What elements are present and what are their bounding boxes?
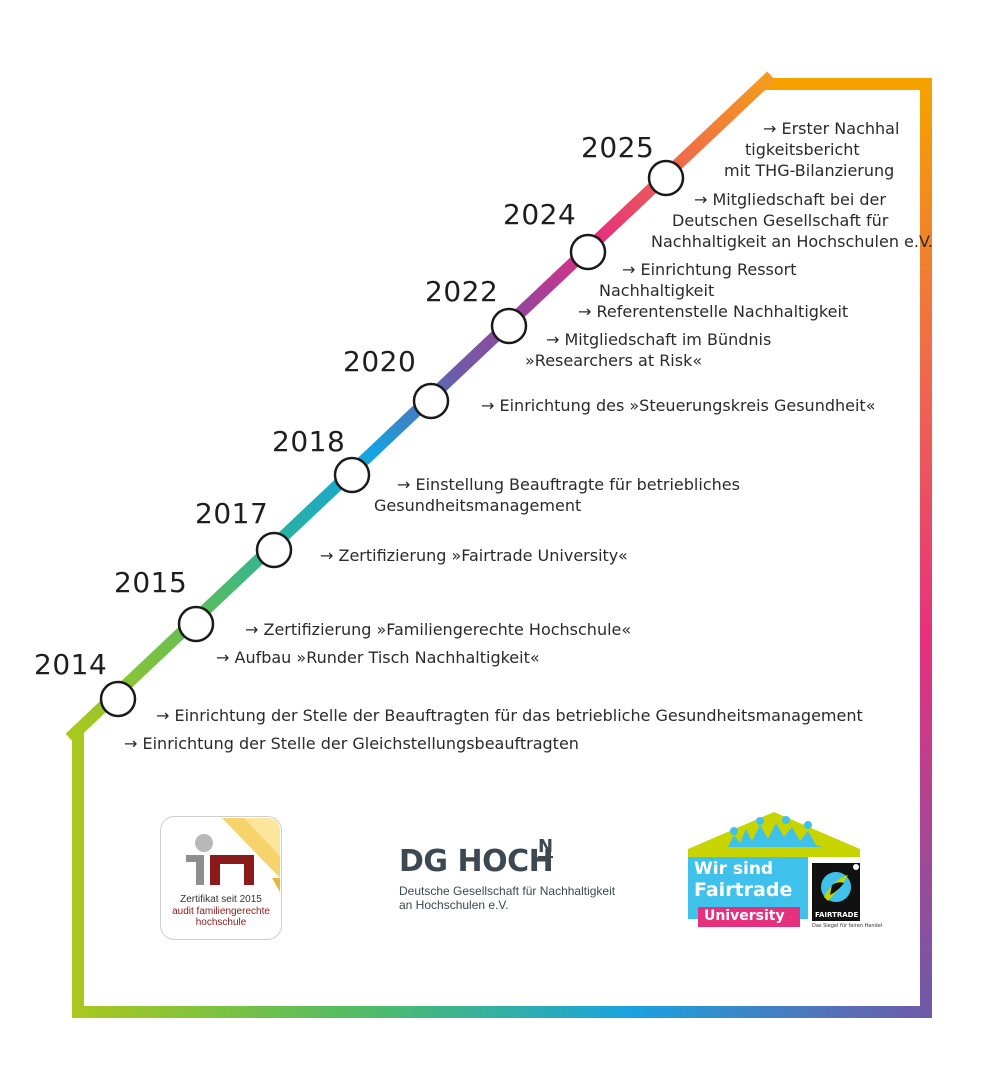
event-2014-bgm: → Einrichtung der Stelle der Beauftragte… bbox=[156, 706, 863, 725]
event-2018-bgm-line1: → Einstellung Beauftragte für betrieblic… bbox=[397, 475, 740, 494]
audit-name-line2: hochschule bbox=[195, 917, 247, 928]
milestone-2020-marker bbox=[412, 382, 450, 420]
dghoch-subtitle-line1: Deutsche Gesellschaft für Nachhaltigkeit bbox=[399, 884, 616, 898]
event-2018-bgm-line2: Gesundheitsmanagement bbox=[374, 496, 582, 515]
audit-name-line1: audit familiengerechte bbox=[172, 906, 270, 917]
milestone-2022-marker bbox=[490, 307, 528, 345]
fairtrade-university-logo: Wir sind Fairtrade University FAIRTRADE … bbox=[688, 811, 882, 931]
audit-cert-label: Zertifikat seit 2015 bbox=[180, 894, 262, 905]
fairtrade-tagline: Das Siegel für fairen Handel bbox=[812, 923, 883, 929]
event-2014-gleichstellung: → Einrichtung der Stelle der Gleichstell… bbox=[124, 734, 579, 753]
audit-seal-icon bbox=[160, 816, 282, 940]
event-2015-runder-tisch: → Aufbau »Runder Tisch Nachhaltigkeit« bbox=[216, 648, 540, 667]
year-2017-label: 2017 bbox=[195, 497, 269, 530]
fairtrade-house-icon bbox=[688, 812, 860, 927]
event-2017-fairtrade: → Zertifizierung »Fairtrade University« bbox=[320, 546, 628, 565]
event-2022-referentenstelle: → Referentenstelle Nachhaltigkeit bbox=[578, 302, 849, 321]
dghoch-logo: DG HOCH N Deutsche Gesellschaft für Nach… bbox=[399, 838, 629, 918]
milestone-2015-marker bbox=[177, 605, 215, 643]
year-2015-label: 2015 bbox=[114, 566, 188, 599]
event-2025-bericht-line2: tigkeitsbericht bbox=[745, 140, 860, 159]
event-2022-ressort-line2: Nachhaltigkeit bbox=[599, 281, 715, 300]
event-2015-familiengerecht: → Zertifizierung »Familiengerechte Hochs… bbox=[245, 620, 632, 639]
event-2022-researchers-line2: »Researchers at Risk« bbox=[525, 351, 703, 370]
dghoch-superscript: N bbox=[538, 836, 554, 858]
milestone-2024-marker bbox=[569, 233, 607, 271]
year-2025-label: 2025 bbox=[581, 131, 655, 164]
event-2025-bericht-line1: → Erster Nachhal bbox=[763, 119, 900, 138]
year-2018-label: 2018 bbox=[272, 425, 346, 458]
dghoch-wordmark: DG HOCH bbox=[399, 844, 554, 879]
audit-familiengerechte-logo: Zertifikat seit 2015 audit familiengerec… bbox=[160, 816, 282, 940]
year-2020-label: 2020 bbox=[343, 345, 417, 378]
year-2014-label: 2014 bbox=[34, 648, 108, 681]
event-2022-researchers-line1: → Mitgliedschaft im Bündnis bbox=[546, 330, 772, 349]
milestone-2025-marker bbox=[647, 159, 685, 197]
milestone-2018-marker bbox=[333, 456, 371, 494]
fairtrade-line2: Fairtrade bbox=[694, 879, 793, 901]
year-2022-label: 2022 bbox=[425, 275, 499, 308]
fairtrade-mark-label: FAIRTRADE bbox=[815, 911, 859, 919]
year-2024-label: 2024 bbox=[503, 198, 577, 231]
event-2024-dgnh-line2: Deutschen Gesellschaft für bbox=[672, 211, 889, 230]
event-2022-ressort-line1: → Einrichtung Ressort bbox=[622, 260, 797, 279]
event-2024-dgnh-line3: Nachhaltigkeit an Hochschulen e.V. bbox=[651, 232, 933, 251]
milestone-2017-marker bbox=[255, 531, 293, 569]
fairtrade-line3: University bbox=[704, 908, 785, 924]
event-2025-bericht-line3: mit THG-Bilanzierung bbox=[724, 161, 895, 180]
dghoch-subtitle-line2: an Hochschulen e.V. bbox=[399, 898, 509, 912]
fairtrade-line1: Wir sind bbox=[694, 859, 774, 879]
event-2020-steuerungskreis: → Einrichtung des »Steuerungskreis Gesun… bbox=[481, 396, 876, 415]
milestone-2014-marker bbox=[99, 680, 137, 718]
event-2024-dgnh-line1: → Mitgliedschaft bei der bbox=[694, 190, 886, 209]
